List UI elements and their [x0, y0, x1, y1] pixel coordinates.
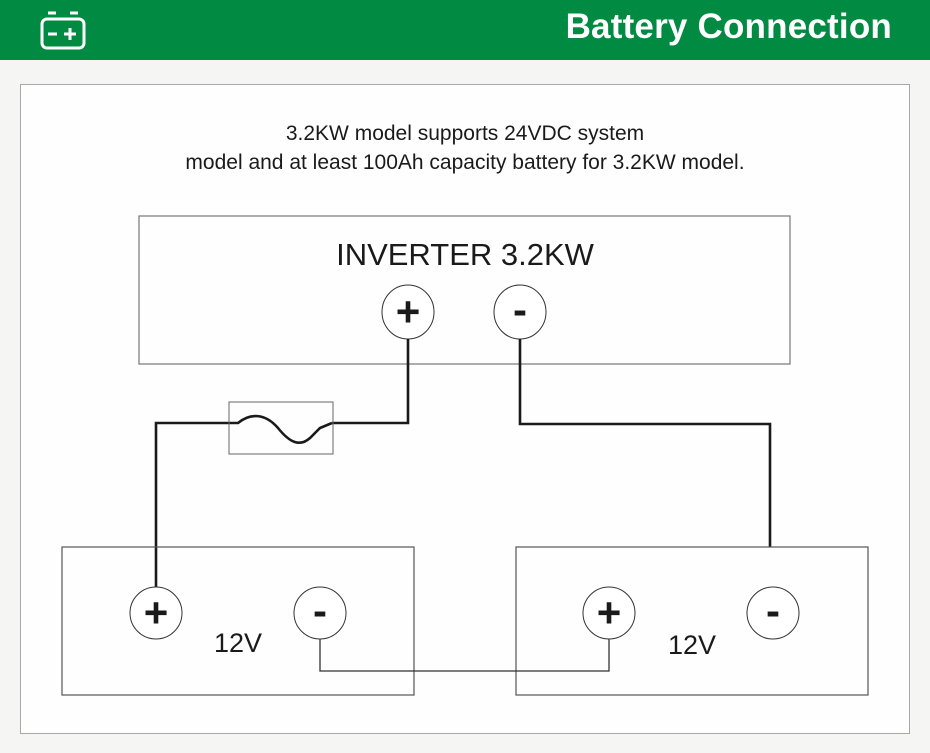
negative-symbol: -	[513, 286, 527, 333]
negative-symbol: -	[766, 587, 780, 634]
caption-line-2: model and at least 100Ah capacity batter…	[185, 151, 745, 174]
battery-2-box	[515, 546, 869, 696]
inverter-positive-terminal: +	[381, 284, 435, 340]
inverter-label: INVERTER 3.2KW	[336, 237, 595, 272]
positive-symbol: +	[144, 589, 169, 636]
battery-2-positive-terminal: +	[582, 586, 636, 640]
battery-icon	[40, 11, 86, 50]
inverter-negative-terminal: -	[493, 284, 547, 340]
battery-1-box	[61, 546, 415, 696]
battery-1-label: 12V	[214, 628, 262, 658]
negative-wire	[518, 339, 772, 547]
battery-1-positive-terminal: +	[129, 586, 183, 640]
positive-symbol: +	[396, 288, 421, 335]
fuse-icon	[228, 401, 334, 455]
battery-2-label: 12V	[668, 630, 716, 660]
negative-symbol: -	[313, 587, 327, 634]
header-bar: Battery Connection	[0, 0, 930, 60]
page-title: Battery Connection	[565, 7, 892, 46]
fuse-to-battery-wire	[154, 421, 230, 588]
positive-symbol: +	[597, 589, 622, 636]
positive-wire	[332, 339, 410, 425]
caption-line-1: 3.2KW model supports 24VDC system	[285, 122, 645, 145]
series-link-wire	[319, 639, 610, 672]
battery-2-negative-terminal: -	[746, 586, 800, 640]
battery-1-negative-terminal: -	[293, 586, 347, 640]
inverter-box	[138, 215, 791, 365]
